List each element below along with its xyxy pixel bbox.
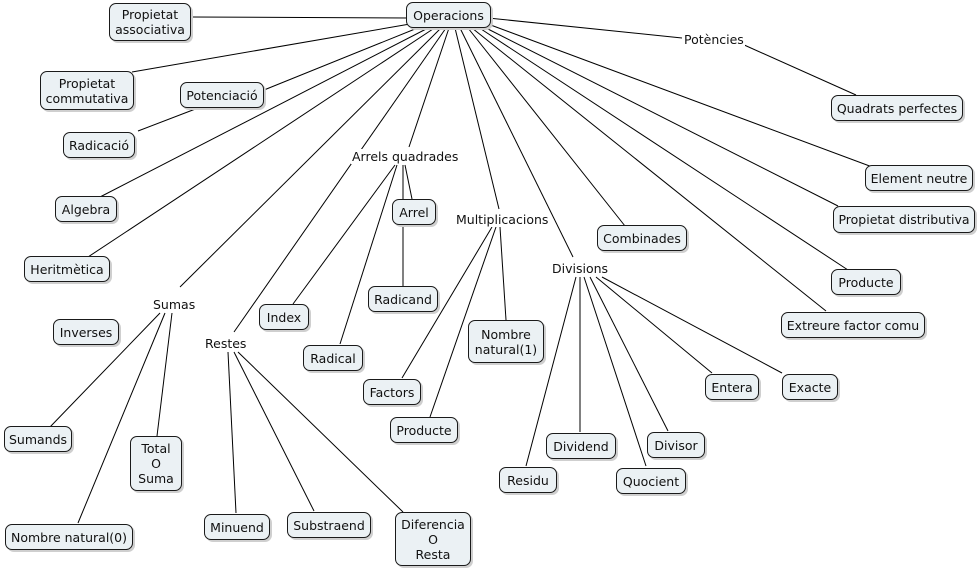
node-inverses[interactable]: Inverses <box>53 319 119 345</box>
label-arrels-quadrades: Arrels quadrades <box>351 149 460 164</box>
label-divisions: Divisions <box>551 261 610 276</box>
node-divisor[interactable]: Divisor <box>647 432 705 458</box>
label-potencies: Potències <box>683 32 745 47</box>
node-nombre-natural-1[interactable]: Nombre natural(1) <box>468 320 544 363</box>
node-quadrats-perfectes[interactable]: Quadrats perfectes <box>831 95 963 121</box>
node-entera[interactable]: Entera <box>705 374 759 400</box>
label-sumas: Sumas <box>152 297 197 312</box>
node-total-suma[interactable]: Total O Suma <box>130 436 182 491</box>
node-element-neutre[interactable]: Element neutre <box>865 165 973 191</box>
node-substraend[interactable]: Substraend <box>287 512 371 538</box>
node-heritmetica[interactable]: Heritmètica <box>24 256 110 282</box>
label-restes: Restes <box>204 336 248 351</box>
node-radical[interactable]: Radical <box>303 345 363 371</box>
node-index[interactable]: Index <box>259 304 309 330</box>
node-arrel[interactable]: Arrel <box>392 199 436 225</box>
node-algebra[interactable]: Algebra <box>55 196 117 222</box>
node-producte[interactable]: Producte <box>831 269 901 295</box>
node-radicacio[interactable]: Radicació <box>63 132 135 158</box>
node-propietat-commutativa[interactable]: Propietat commutativa <box>40 71 134 110</box>
node-propietat-distributiva[interactable]: Propietat distributiva <box>833 206 975 233</box>
node-quocient[interactable]: Quocient <box>616 468 686 494</box>
label-multiplicacions: Multiplicacions <box>455 212 550 227</box>
node-diferencia-resta[interactable]: Diferencia O Resta <box>395 512 471 566</box>
node-residu[interactable]: Residu <box>499 467 557 493</box>
node-exacte[interactable]: Exacte <box>782 374 838 400</box>
node-producte-mult[interactable]: Producte <box>390 417 458 443</box>
node-extreure-factor-comu[interactable]: Extreure factor comu <box>781 312 925 338</box>
node-nombre-natural-0[interactable]: Nombre natural(0) <box>5 524 133 550</box>
node-propietat-associativa[interactable]: Propietat associativa <box>109 3 191 41</box>
node-sumands[interactable]: Sumands <box>4 426 72 452</box>
node-combinades[interactable]: Combinades <box>597 225 687 251</box>
node-radicand[interactable]: Radicand <box>368 286 438 312</box>
node-potenciacio[interactable]: Potenciació <box>180 82 264 108</box>
node-minuend[interactable]: Minuend <box>204 514 270 540</box>
node-dividend[interactable]: Dividend <box>546 433 616 459</box>
node-factors[interactable]: Factors <box>363 379 421 405</box>
node-operacions[interactable]: Operacions <box>406 2 491 28</box>
